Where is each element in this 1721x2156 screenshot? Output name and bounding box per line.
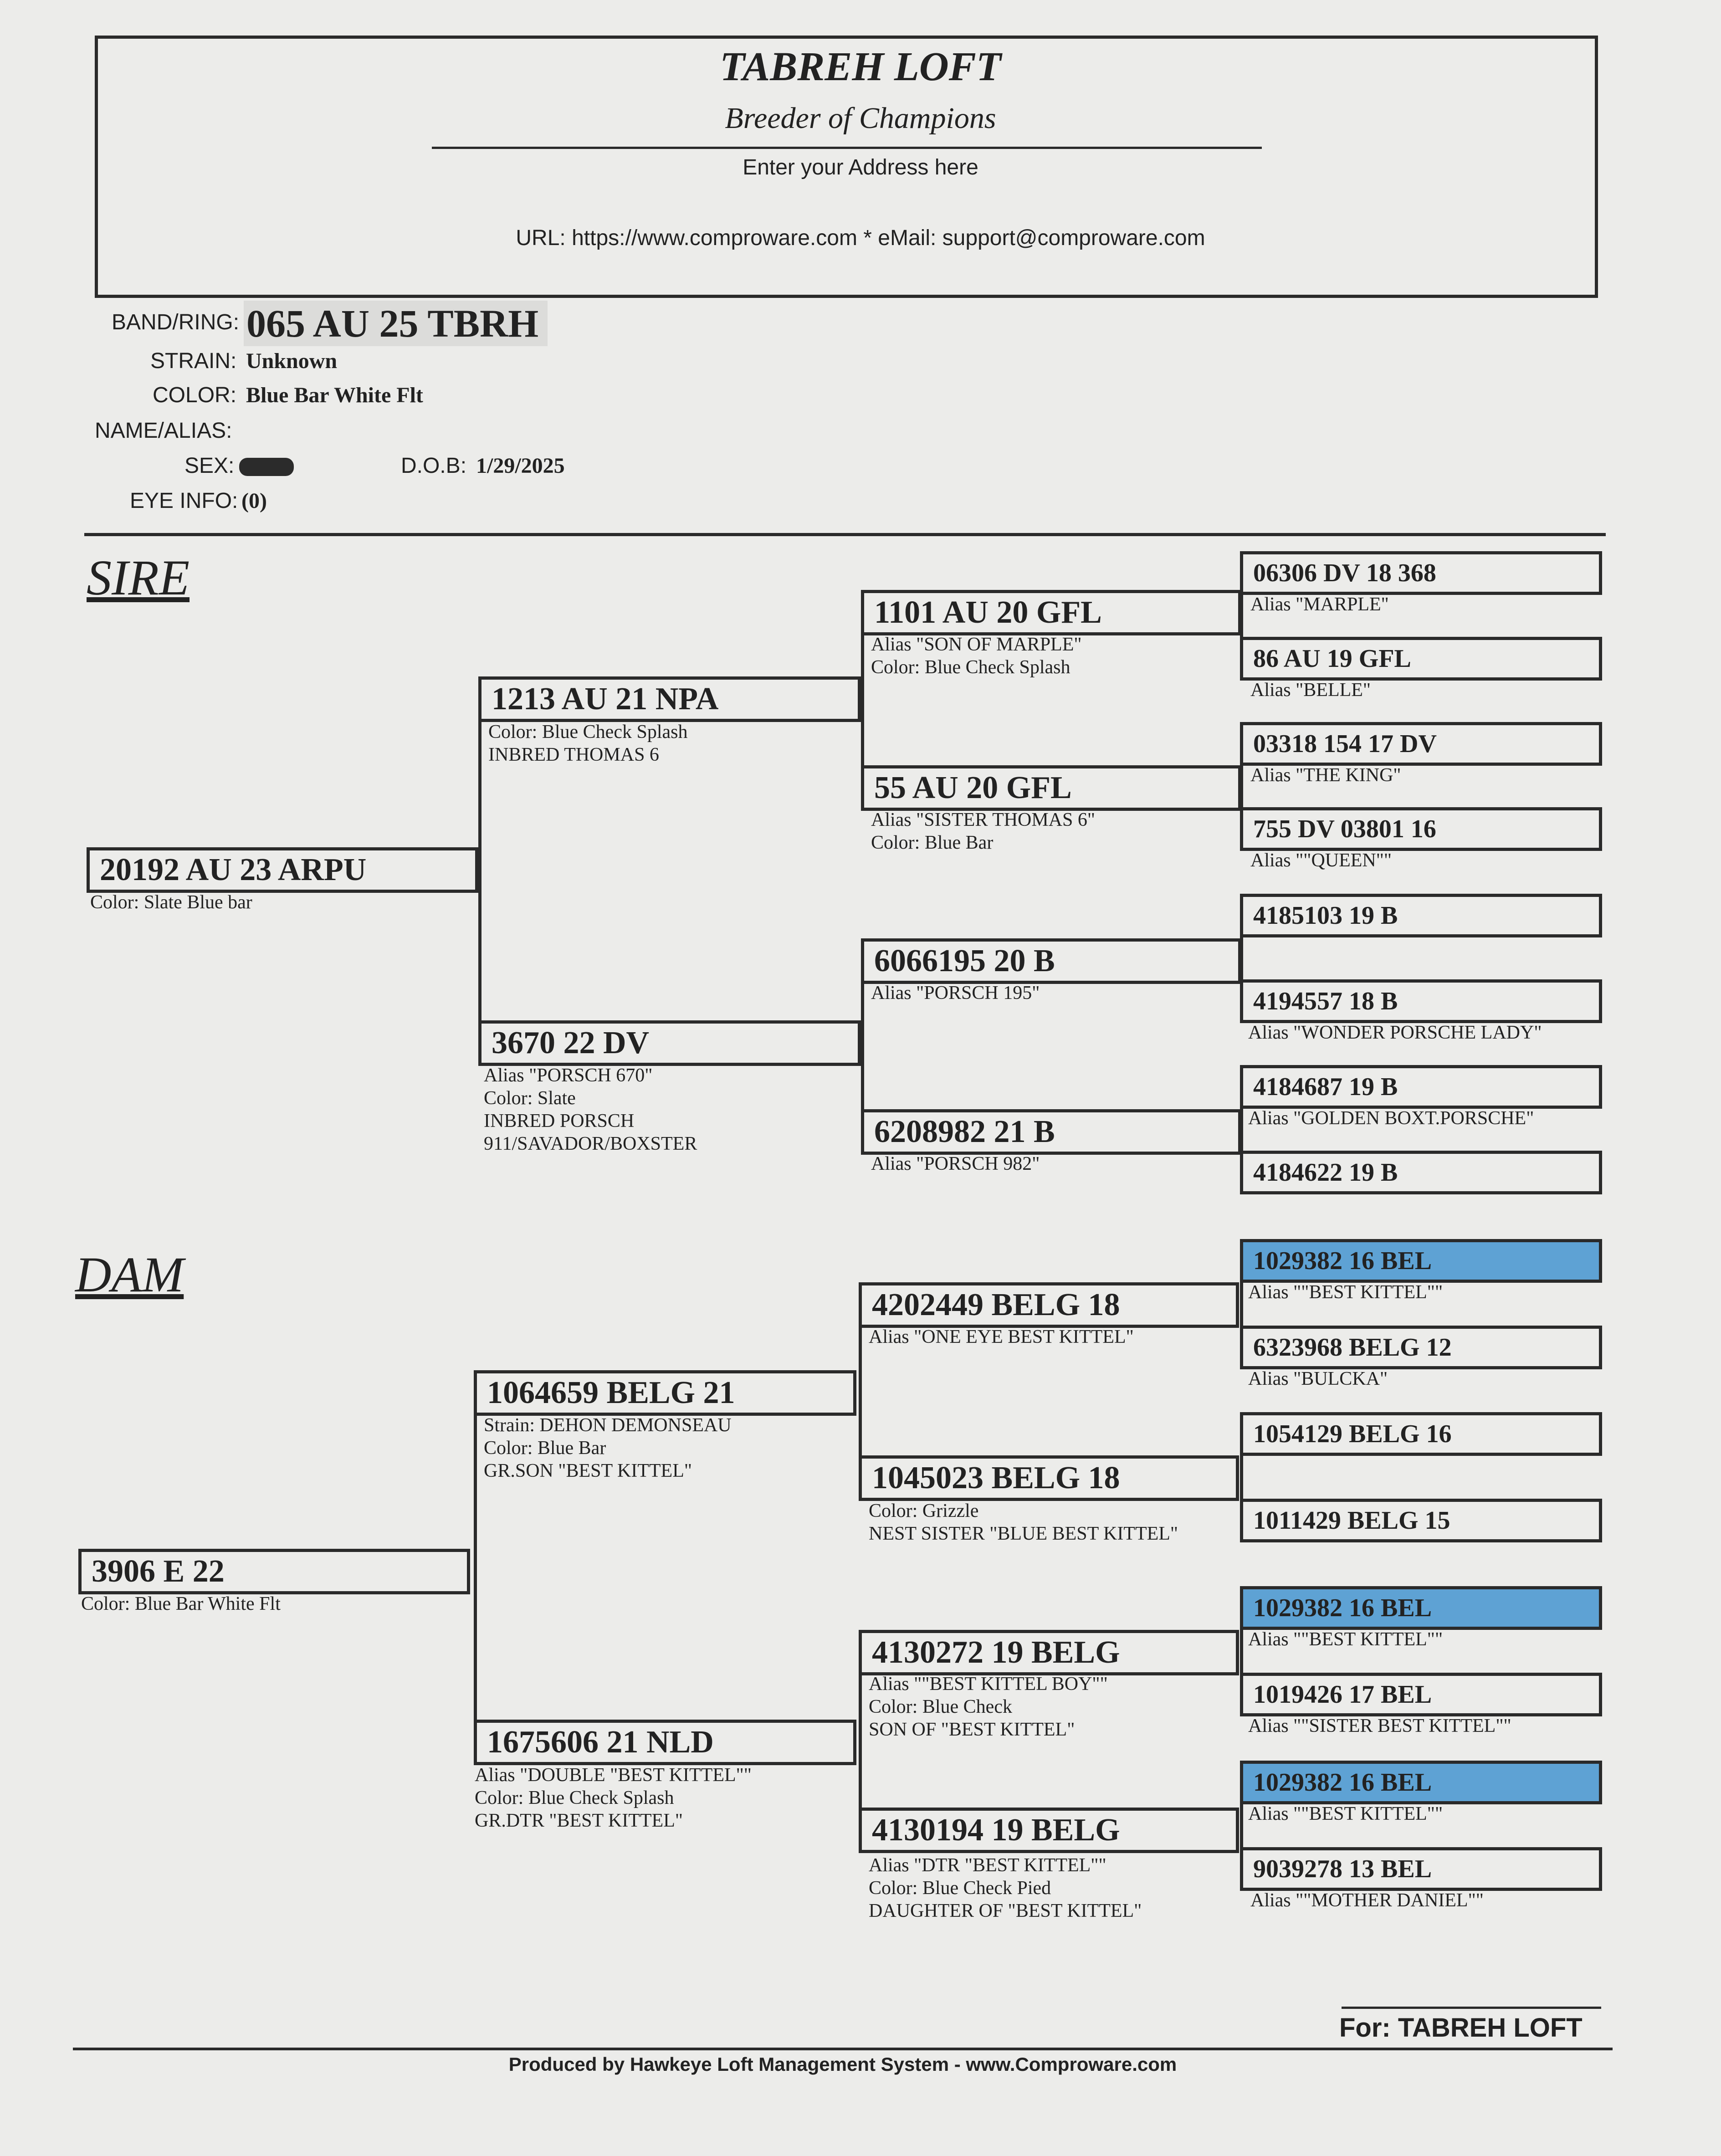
dam-g4-1-box: 1029382 16 BEL bbox=[1240, 1239, 1602, 1283]
sire-g3-2-info: Alias "SISTER THOMAS 6"Color: Blue Bar bbox=[871, 809, 1096, 853]
dam-g4-6-info: Alias ""SISTER BEST KITTEL"" bbox=[1248, 1716, 1511, 1736]
sex-label: SEX: bbox=[184, 454, 235, 478]
dob-value: 1/29/2025 bbox=[476, 454, 565, 478]
dam-heading: DAM bbox=[75, 1247, 184, 1302]
loft-contact: URL: https://www.comproware.com * eMail:… bbox=[516, 226, 1205, 250]
sire-g4-2-info: Alias "BELLE" bbox=[1250, 680, 1371, 701]
loft-subtitle: Breeder of Champions bbox=[725, 102, 996, 135]
subtitle-rule bbox=[432, 147, 1262, 149]
color-label: COLOR: bbox=[153, 383, 237, 407]
sire-info: Color: Slate Blue bar bbox=[90, 892, 252, 913]
dob-label: D.O.B: bbox=[401, 454, 467, 478]
band-value: 065 AU 25 TBRH bbox=[244, 301, 548, 346]
strain-label: STRAIN: bbox=[150, 349, 237, 373]
sire-g4-4-box: 755 DV 03801 16 bbox=[1240, 807, 1602, 851]
bracket-g3d bbox=[859, 1630, 862, 1827]
sire-sire-box: 1213 AU 21 NPA bbox=[478, 676, 861, 722]
dam-g4-1-info: Alias ""BEST KITTEL"" bbox=[1248, 1282, 1443, 1303]
sire-g4-6-box: 4194557 18 B bbox=[1240, 979, 1602, 1023]
dam-g3-1-box: 4202449 BELG 18 bbox=[859, 1282, 1239, 1328]
name-alias-label: NAME/ALIAS: bbox=[95, 419, 232, 443]
redacted-mark bbox=[239, 458, 294, 476]
sire-bracket bbox=[478, 676, 481, 1032]
sire-g4-1-box: 06306 DV 18 368 bbox=[1240, 551, 1602, 595]
dam-g4-3-box: 1054129 BELG 16 bbox=[1240, 1412, 1602, 1456]
dam-g4-8-info: Alias ""MOTHER DANIEL"" bbox=[1250, 1890, 1484, 1911]
dam-bracket bbox=[474, 1370, 477, 1730]
sire-dam-box: 3670 22 DV bbox=[478, 1020, 861, 1066]
header-box bbox=[95, 36, 1598, 298]
sire-g4-1-info: Alias "MARPLE" bbox=[1250, 594, 1389, 615]
bracket-g3b bbox=[861, 938, 864, 1132]
sire-g4-6-info: Alias "WONDER PORSCHE LADY" bbox=[1248, 1022, 1542, 1043]
dam-g3-4-info: Alias "DTR "BEST KITTEL""Color: Blue Che… bbox=[869, 1855, 1142, 1921]
dam-g4-6-box: 1019426 17 BEL bbox=[1240, 1673, 1602, 1716]
for-rule bbox=[1342, 2007, 1601, 2009]
dam-g3-2-box: 1045023 BELG 18 bbox=[859, 1455, 1239, 1501]
dam-g4-7-info: Alias ""BEST KITTEL"" bbox=[1248, 1803, 1443, 1824]
dam-g3-3-info: Alias ""BEST KITTEL BOY""Color: Blue Che… bbox=[869, 1674, 1108, 1740]
dam-info: Color: Blue Bar White Flt bbox=[81, 1593, 281, 1614]
sire-g3-3-box: 6066195 20 B bbox=[861, 938, 1241, 984]
band-label: BAND/RING: bbox=[112, 310, 240, 334]
sire-g4-5-box: 4185103 19 B bbox=[1240, 894, 1602, 937]
sire-g3-4-info: Alias "PORSCH 982" bbox=[871, 1153, 1040, 1174]
sire-g3-4-box: 6208982 21 B bbox=[861, 1109, 1241, 1155]
dam-box: 3906 E 22 bbox=[78, 1549, 470, 1594]
sire-g3-1-box: 1101 AU 20 GFL bbox=[861, 590, 1241, 635]
sire-heading: SIRE bbox=[87, 550, 190, 605]
sire-g4-3-box: 03318 154 17 DV bbox=[1240, 722, 1602, 766]
sire-g4-8-box: 4184622 19 B bbox=[1240, 1151, 1602, 1194]
sire-g4-2-box: 86 AU 19 GFL bbox=[1240, 637, 1602, 681]
dam-dam-info: Alias "DOUBLE "BEST KITTEL""Color: Blue … bbox=[475, 1765, 752, 1831]
dam-g3-4-box: 4130194 19 BELG bbox=[859, 1808, 1239, 1853]
dam-dam-box: 1675606 21 NLD bbox=[474, 1720, 856, 1765]
sire-g4-7-box: 4184687 19 B bbox=[1240, 1065, 1602, 1109]
loft-address: Enter your Address here bbox=[743, 155, 978, 179]
dam-g3-1-info: Alias "ONE EYE BEST KITTEL" bbox=[869, 1326, 1134, 1347]
sire-g3-1-info: Alias "SON OF MARPLE"Color: Blue Check S… bbox=[871, 634, 1082, 678]
sire-g4-7-info: Alias "GOLDEN BOXT.PORSCHE" bbox=[1248, 1108, 1534, 1129]
dam-g4-2-box: 6323968 BELG 12 bbox=[1240, 1326, 1602, 1369]
sire-g4-4-info: Alias ""QUEEN"" bbox=[1250, 850, 1392, 871]
bracket-g4g bbox=[1240, 1586, 1243, 1675]
dam-g4-2-info: Alias "BULCKA" bbox=[1248, 1368, 1388, 1389]
dam-g4-7-box: 1029382 16 BEL bbox=[1240, 1761, 1602, 1804]
color-value: Blue Bar White Flt bbox=[246, 383, 423, 407]
dam-g3-3-box: 4130272 19 BELG bbox=[859, 1630, 1239, 1675]
sire-g3-2-box: 55 AU 20 GFL bbox=[861, 765, 1241, 811]
dam-g4-8-box: 9039278 13 BEL bbox=[1240, 1847, 1602, 1891]
bracket-g4e bbox=[1240, 1239, 1243, 1328]
produced-by: Produced by Hawkeye Loft Management Syst… bbox=[508, 2054, 1177, 2075]
bracket-g4h bbox=[1240, 1761, 1243, 1849]
sire-box: 20192 AU 23 ARPU bbox=[87, 847, 478, 893]
info-rule bbox=[84, 533, 1606, 536]
bracket-g3c bbox=[859, 1282, 862, 1478]
footer-rule bbox=[73, 2048, 1613, 2050]
dam-g4-5-info: Alias ""BEST KITTEL"" bbox=[1248, 1629, 1443, 1650]
dam-sire-box: 1064659 BELG 21 bbox=[474, 1370, 856, 1416]
eye-label: EYE INFO: bbox=[130, 489, 238, 513]
sire-g3-3-info: Alias "PORSCH 195" bbox=[871, 983, 1040, 1004]
sire-g4-3-info: Alias "THE KING" bbox=[1250, 765, 1401, 786]
eye-value: (0) bbox=[241, 489, 267, 513]
bracket-g3a bbox=[861, 590, 864, 786]
dam-g4-5-box: 1029382 16 BEL bbox=[1240, 1586, 1602, 1630]
strain-value: Unknown bbox=[246, 349, 338, 373]
loft-title: TABREH LOFT bbox=[720, 44, 1001, 89]
bracket-g4f bbox=[1240, 1412, 1243, 1501]
dam-g4-4-box: 1011429 BELG 15 bbox=[1240, 1499, 1602, 1542]
for-label: For: TABREH LOFT bbox=[1339, 2013, 1583, 2043]
